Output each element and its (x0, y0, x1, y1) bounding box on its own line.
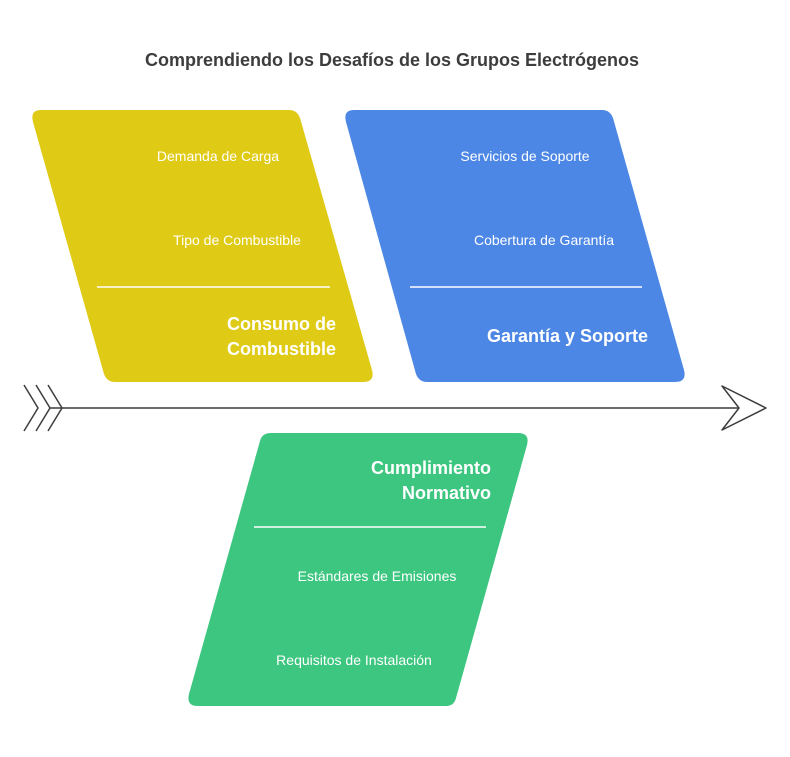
cause-requisitos-de-instalacion: Requisitos de Instalación (276, 652, 432, 668)
cause-demanda-de-carga: Demanda de Carga (157, 148, 279, 164)
spine-arrow (23, 384, 767, 432)
category-regulatory-compliance-label-line1: Cumplimiento (371, 458, 491, 478)
cause-estandares-de-emisiones: Estándares de Emisiones (298, 568, 457, 584)
category-warranty-support-label: Garantía y Soporte (487, 326, 648, 346)
category-regulatory-compliance-shape (188, 433, 528, 706)
spine-tail-mark-2 (35, 384, 51, 432)
diagram-title: Comprendiendo los Desafíos de los Grupos… (145, 50, 639, 70)
category-warranty-support-shape (345, 110, 685, 382)
cause-servicios-de-soporte: Servicios de Soporte (460, 148, 589, 164)
category-fuel-consumption-label-line2: Combustible (227, 339, 336, 359)
category-fuel-consumption-label-line1: Consumo de (227, 314, 336, 334)
category-fuel-consumption: Demanda de Carga Tipo de Combustible Con… (32, 110, 373, 382)
cause-cobertura-de-garantia: Cobertura de Garantía (474, 232, 614, 248)
category-regulatory-compliance: Cumplimiento Normativo Estándares de Emi… (188, 433, 528, 706)
spine-tail-mark-3 (47, 384, 63, 432)
cause-tipo-de-combustible: Tipo de Combustible (173, 232, 301, 248)
spine-tail-mark-1 (23, 384, 39, 432)
category-regulatory-compliance-label-line2: Normativo (402, 483, 491, 503)
category-warranty-support: Servicios de Soporte Cobertura de Garant… (345, 110, 685, 382)
spine-arrowhead (721, 385, 767, 431)
category-fuel-consumption-shape (32, 110, 373, 382)
